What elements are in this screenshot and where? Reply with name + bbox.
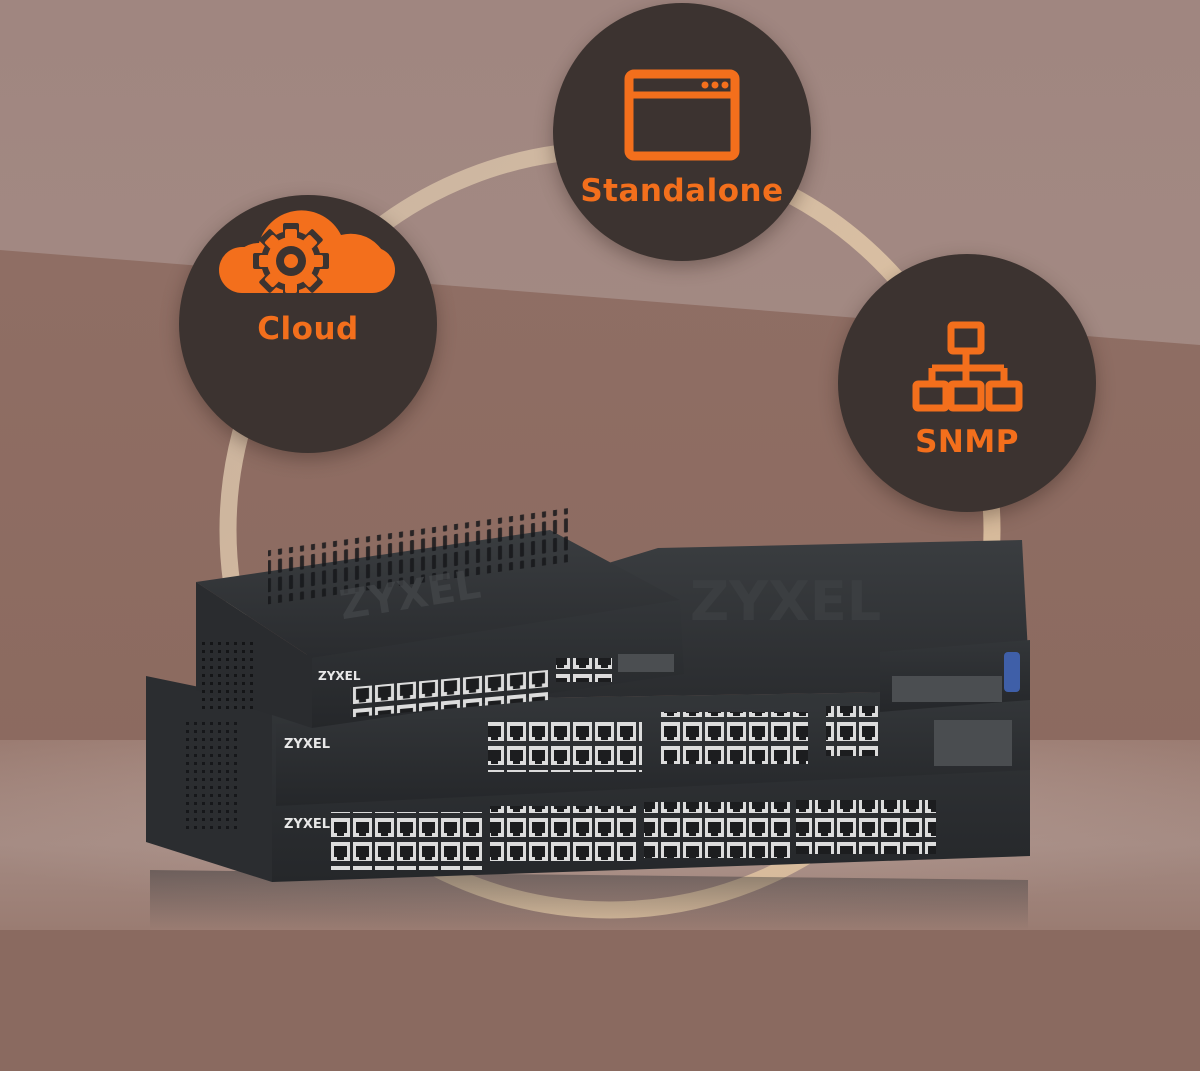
top-switch-side-vents xyxy=(200,640,256,710)
middle-switch-ports-3 xyxy=(826,706,878,756)
cloud-badge: Cloud xyxy=(179,195,437,453)
top-switch-vents xyxy=(268,508,568,605)
switch-reflection xyxy=(150,870,1028,930)
right-module-sfp xyxy=(892,676,1002,702)
floor-edge xyxy=(0,930,1200,1071)
bottom-switch-ports-4 xyxy=(796,800,936,854)
bottom-switch-ports-1 xyxy=(330,812,484,870)
network-hierarchy-icon xyxy=(912,321,1023,412)
bottom-switch-ports-3 xyxy=(644,802,790,858)
console-port xyxy=(1004,652,1020,692)
top-switch-brand: ZYXEL xyxy=(318,669,361,683)
middle-switch-case-brand: ZYXEL xyxy=(690,570,881,633)
cloud-gear-icon xyxy=(219,210,395,299)
standalone-label: Standalone xyxy=(580,173,784,209)
snmp-label: SNMP xyxy=(915,424,1019,460)
middle-switch-brand: ZYXEL xyxy=(284,737,330,752)
bottom-switch-side-vents xyxy=(186,720,238,830)
browser-window-icon xyxy=(624,69,740,161)
middle-switch-sfp xyxy=(934,720,1012,766)
bottom-switch-ports-2 xyxy=(490,806,636,864)
top-switch-ports xyxy=(350,670,548,718)
middle-switch-ports-1 xyxy=(488,720,642,772)
snmp-badge: SNMP xyxy=(838,254,1096,512)
standalone-badge: Standalone xyxy=(553,3,811,261)
top-switch-uplinks xyxy=(556,658,612,682)
middle-switch-ports-2 xyxy=(660,712,808,764)
top-switch-sfp xyxy=(618,654,674,672)
bottom-switch-brand: ZYXEL xyxy=(284,817,330,832)
cloud-label: Cloud xyxy=(257,311,359,347)
